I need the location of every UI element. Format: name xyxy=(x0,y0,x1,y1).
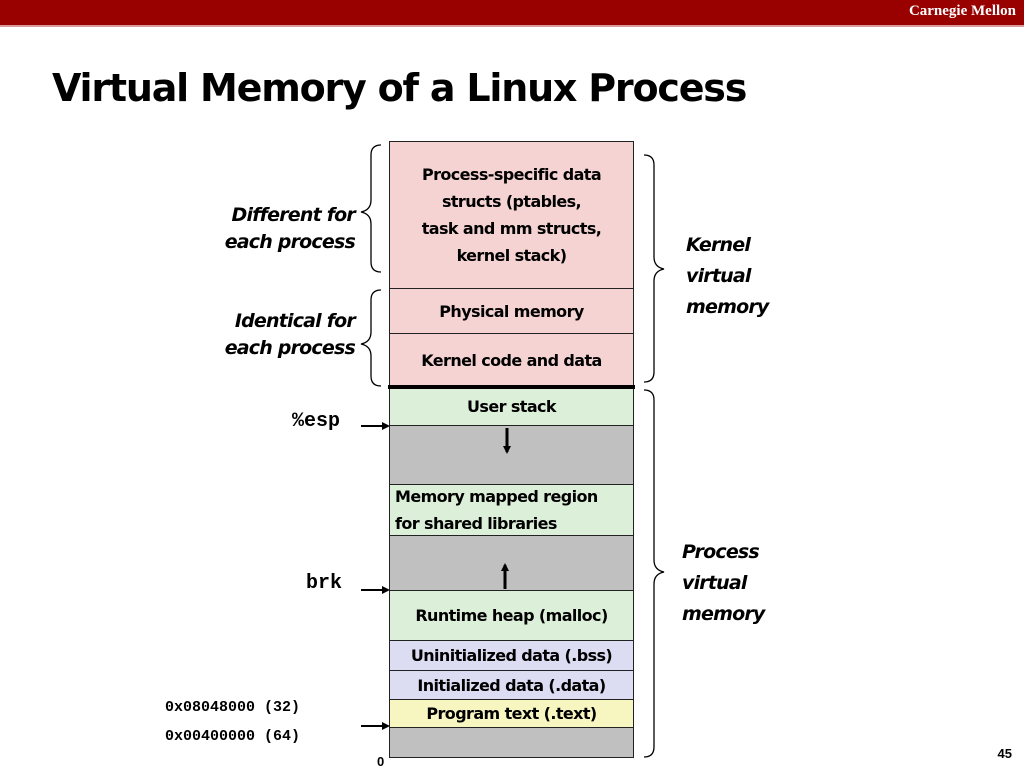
label-identical-for-each-process: Identical for each process xyxy=(224,310,356,359)
brand-label: Carnegie Mellon xyxy=(908,3,1016,19)
segment-data: Initialized data (.data) xyxy=(389,670,634,700)
segment-label: Uninitialized data (.bss) xyxy=(410,646,613,665)
address-32bit: 0x08048000 (32) xyxy=(165,699,301,716)
brace-process-icon xyxy=(643,389,665,758)
segment-user-stack: User stack xyxy=(389,387,634,426)
slide-title: Virtual Memory of a Linux Process xyxy=(52,66,747,110)
segment-label: Process-specific data structs (ptables, … xyxy=(421,165,602,265)
page-number: 45 xyxy=(997,746,1012,761)
kernel-user-boundary xyxy=(388,385,635,389)
segment-label: Physical memory xyxy=(439,301,584,321)
address-64bit: 0x00400000 (64) xyxy=(165,728,301,745)
segment-label: Memory mapped region for shared librarie… xyxy=(395,487,598,533)
brace-identical-icon xyxy=(360,289,382,387)
esp-label: %esp xyxy=(292,410,341,433)
segment-label: Program text (.text) xyxy=(426,704,597,723)
address-zero: 0 xyxy=(377,754,385,769)
header-bar xyxy=(0,0,1024,25)
segment-gap-stack xyxy=(389,425,634,485)
segment-physical-memory: Physical memory xyxy=(389,288,634,334)
segment-process-specific: Process-specific data structs (ptables, … xyxy=(389,141,634,289)
segment-label: User stack xyxy=(467,397,557,416)
segment-label: Initialized data (.data) xyxy=(417,675,606,695)
brace-different-icon xyxy=(360,144,382,273)
segment-kernel-code: Kernel code and data xyxy=(389,333,634,387)
segment-runtime-heap: Runtime heap (malloc) xyxy=(389,590,634,641)
label-process-virtual-memory: Process virtual memory xyxy=(682,541,765,625)
segment-label: Runtime heap (malloc) xyxy=(415,606,608,625)
segment-mmap-region: Memory mapped region for shared librarie… xyxy=(389,484,634,536)
label-kernel-virtual-memory: Kernel virtual memory xyxy=(686,234,769,318)
segment-bss: Uninitialized data (.bss) xyxy=(389,640,634,671)
header-divider xyxy=(0,25,1024,27)
label-different-for-each-process: Different for each process xyxy=(224,204,356,253)
segment-text: Program text (.text) xyxy=(389,699,634,728)
segment-label: Kernel code and data xyxy=(421,350,602,370)
brk-label: brk xyxy=(306,572,343,595)
segment-bottom-unused xyxy=(389,727,634,758)
brace-kernel-icon xyxy=(643,154,665,383)
